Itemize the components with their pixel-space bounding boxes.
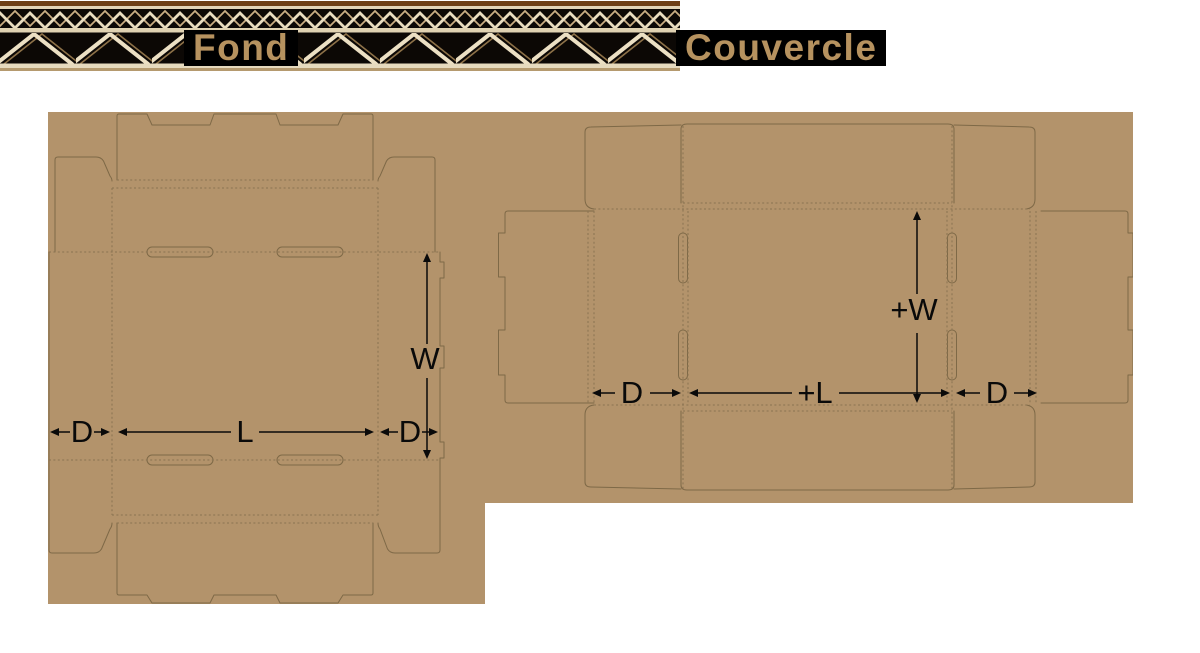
fond-cardboard-sheet xyxy=(48,112,485,604)
photo-middle-liner xyxy=(0,28,680,33)
photo-top-liner xyxy=(0,6,680,9)
photo-bottom-kraft-liner xyxy=(0,68,680,71)
fond-fold-lines xyxy=(49,179,440,524)
couvercle-length-label: +L xyxy=(797,375,832,410)
fond-depth-label-right: D xyxy=(399,414,421,449)
couvercle-dieline-diagram: D +L D +W xyxy=(485,112,1133,503)
photo-large-flute-row xyxy=(0,33,680,65)
couvercle-cardboard-sheet xyxy=(485,112,1133,503)
fond-dieline-diagram: D L D W xyxy=(48,112,485,604)
couvercle-depth-label-right: D xyxy=(986,375,1008,410)
fond-dimensions: D L D W xyxy=(50,253,440,459)
fond-slot xyxy=(276,246,344,258)
couvercle-depth-label-left: D xyxy=(621,375,643,410)
fond-depth-label-left: D xyxy=(71,414,93,449)
fond-slot xyxy=(276,454,344,466)
couvercle-title: Couvercle xyxy=(676,29,887,66)
couvercle-fold-lines xyxy=(587,126,1037,490)
fond-title: Fond xyxy=(184,29,299,66)
corrugated-cardboard-photo xyxy=(0,1,680,71)
couvercle-dimensions: D +L D +W xyxy=(592,211,1037,410)
couvercle-cut-lines xyxy=(498,123,1133,491)
photo-bottom-liner xyxy=(0,63,680,68)
fond-length-label: L xyxy=(236,414,253,449)
couvercle-width-label: +W xyxy=(890,292,938,327)
photo-small-flute-row xyxy=(0,9,680,29)
fond-width-label: W xyxy=(410,341,440,376)
photo-top-kraft-liner xyxy=(0,1,680,6)
